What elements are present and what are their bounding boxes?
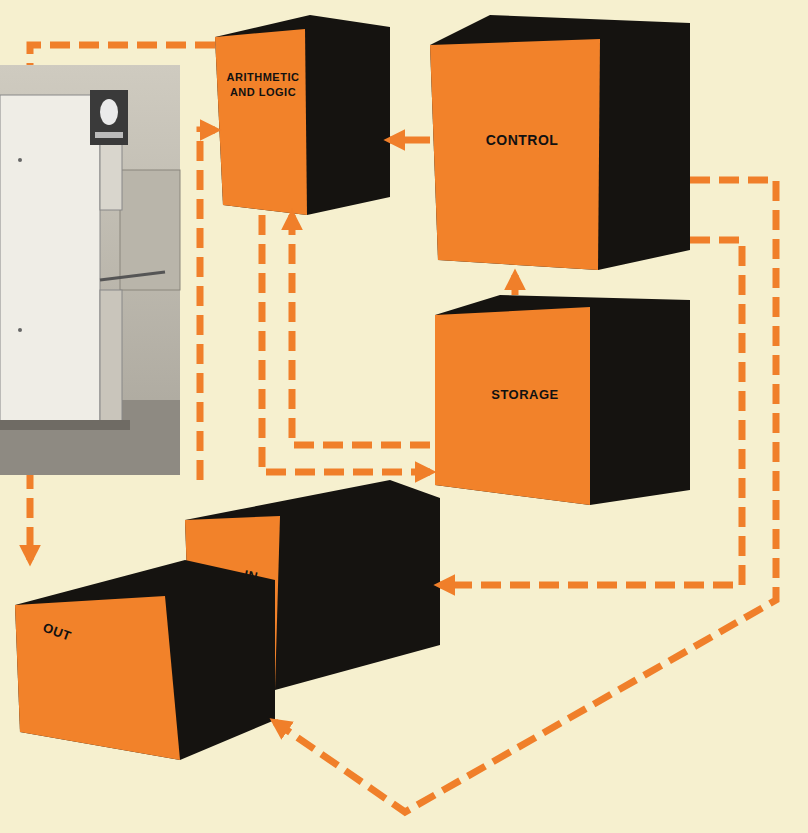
block-shape (215, 15, 390, 215)
block-dark-face (215, 15, 390, 215)
photo-wall-panel (120, 170, 180, 290)
block-label: ARITHMETIC AND LOGIC (221, 70, 305, 100)
block-label: CONTROL (452, 131, 592, 150)
flow-arrow (275, 180, 776, 812)
photo-shelf (100, 272, 165, 280)
machine-photo (0, 0, 190, 490)
photo-console (90, 90, 128, 145)
block-dark-face (15, 560, 275, 760)
flow-arrow (200, 130, 215, 480)
block-dark-face (435, 295, 690, 505)
block-orange-face (430, 39, 600, 270)
block-shape (430, 295, 690, 505)
block-shape (430, 15, 690, 275)
unit-block: ARITHMETIC AND LOGIC (215, 15, 390, 215)
flow-arrow (512, 275, 519, 295)
block-label: STORAGE (460, 386, 590, 404)
flow-arrow (262, 215, 430, 472)
unit-block: OUT (15, 560, 275, 760)
block-orange-face (15, 596, 180, 760)
photo-rivet (18, 158, 22, 162)
photo-rivet (18, 328, 22, 332)
unit-block: STORAGE (430, 295, 690, 505)
photo-stand (100, 290, 122, 425)
photo-slot (95, 132, 123, 138)
photo-dial (100, 99, 118, 125)
flow-arrow (440, 240, 742, 585)
block-orange-face (435, 307, 590, 505)
block-orange-face (215, 29, 307, 215)
photo-cabinet (0, 95, 100, 425)
unit-block: CONTROL (430, 15, 690, 275)
flow-arrow (292, 215, 430, 445)
block-shape (15, 560, 275, 760)
photo-base (0, 420, 130, 430)
photo-background (0, 65, 180, 475)
block-dark-face (430, 15, 690, 270)
flow-arrow (390, 137, 430, 144)
